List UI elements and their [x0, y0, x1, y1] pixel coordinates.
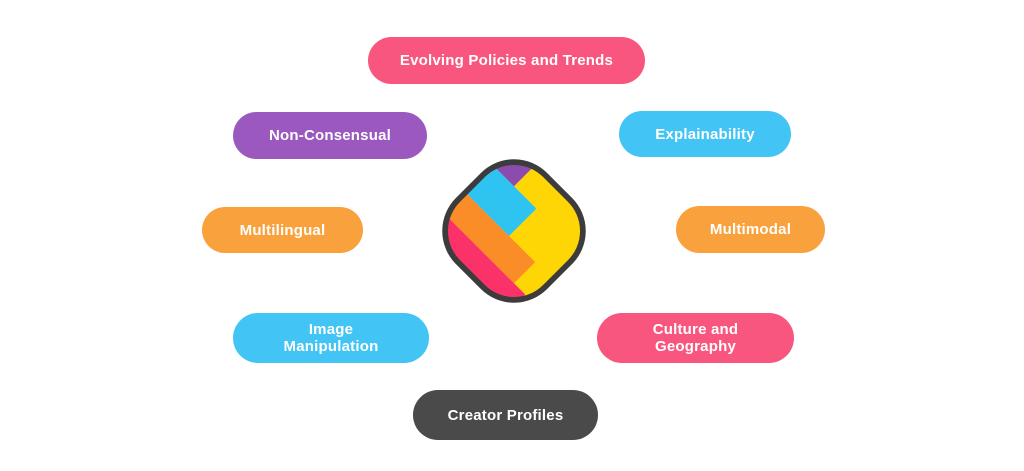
node-label: Geography	[655, 338, 736, 355]
node-label: Multilingual	[239, 221, 326, 239]
logo-orange-stripe	[436, 184, 536, 284]
node-label: Image	[308, 321, 354, 338]
node-culture-and-geography: Culture and Geography	[597, 313, 794, 363]
node-image-manipulation: Image Manipulation	[233, 313, 429, 363]
node-multilingual: Multilingual	[202, 207, 363, 253]
node-label: Multimodal	[709, 221, 792, 238]
node-creator-profiles: Creator Profiles	[413, 390, 598, 440]
node-evolving-policies-and-trends: Evolving Policies and Trends	[368, 37, 645, 84]
sharechat-logo-icon	[426, 143, 602, 319]
node-multimodal: Multimodal	[676, 206, 825, 253]
node-explainability: Explainability	[619, 111, 791, 157]
node-label: Culture and	[652, 321, 739, 338]
sharechat-logo	[426, 143, 602, 319]
node-label: Creator Profiles	[447, 406, 564, 424]
logo-outline	[442, 159, 586, 303]
node-label: Evolving Policies and Trends	[399, 52, 614, 69]
node-label: Explainability	[655, 125, 755, 143]
node-non-consensual: Non-Consensual	[233, 112, 427, 159]
node-label: Non-Consensual	[269, 127, 391, 144]
node-label: Manipulation	[283, 338, 379, 355]
